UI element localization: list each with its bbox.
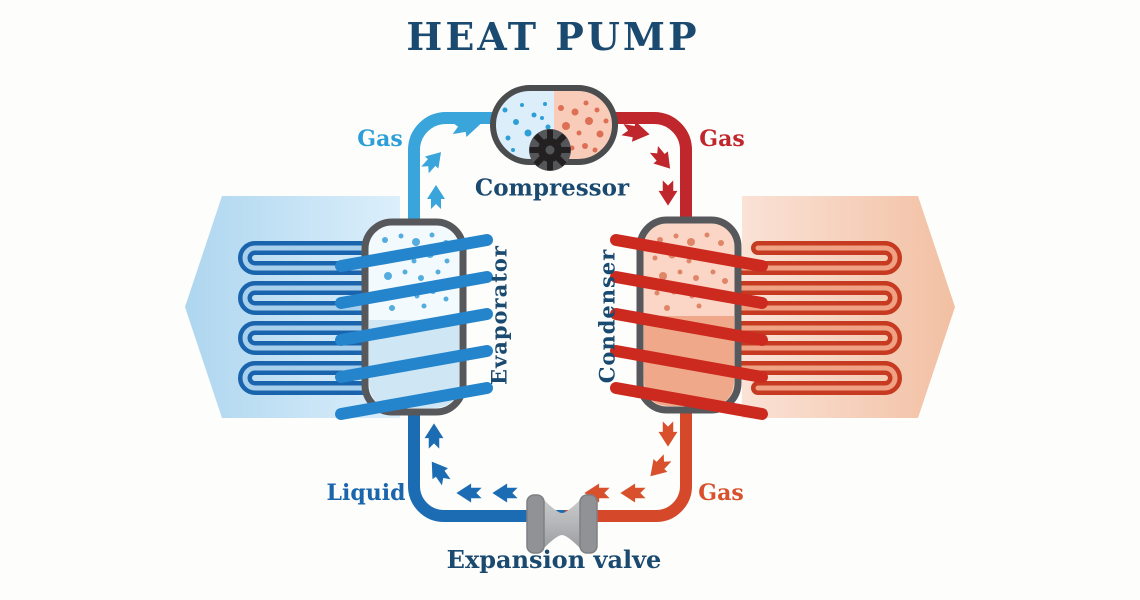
compressor-gear-icon	[529, 129, 571, 171]
flow-arrow-icon	[658, 180, 678, 206]
flow-arrow-icon	[424, 423, 444, 449]
flow-arrow-icon	[427, 185, 445, 209]
flow-arrows-gas-warm	[584, 421, 678, 503]
condenser-label: Condenser	[594, 248, 620, 384]
flow-arrow-icon	[424, 456, 454, 488]
page-title: HEAT PUMP	[406, 14, 700, 59]
liquid-label: Liquid	[326, 480, 406, 506]
flow-arrow-icon	[658, 421, 678, 447]
gas-label-after-valve: Gas	[698, 480, 744, 506]
evaporator-coil-bands	[335, 234, 493, 420]
flow-arrow-icon	[646, 143, 678, 175]
flow-arrow-icon	[492, 483, 518, 503]
flow-arrow-icon	[620, 483, 646, 503]
condenser-coil-bands	[610, 234, 768, 420]
gas-label-suction: Gas	[357, 126, 403, 152]
flow-arrow-icon	[456, 483, 482, 503]
evaporator-label: Evaporator	[486, 245, 512, 385]
pipe-liquid	[408, 395, 565, 522]
compressor-unit	[490, 85, 618, 171]
flow-arrow-icon	[643, 451, 675, 483]
gas-label-discharge: Gas	[699, 126, 745, 152]
pipe-gas-cold	[408, 112, 500, 240]
flow-arrow-icon	[418, 146, 448, 176]
flow-arrows-gas-hot	[620, 119, 678, 206]
pipe-gas-warm	[560, 395, 692, 522]
expansion-valve-label: Expansion valve	[446, 545, 662, 574]
compressor-label: Compressor	[474, 174, 630, 202]
pipe-gas-hot	[608, 112, 692, 240]
flow-arrows-liquid	[424, 423, 518, 503]
expansion-valve-body	[526, 494, 598, 554]
